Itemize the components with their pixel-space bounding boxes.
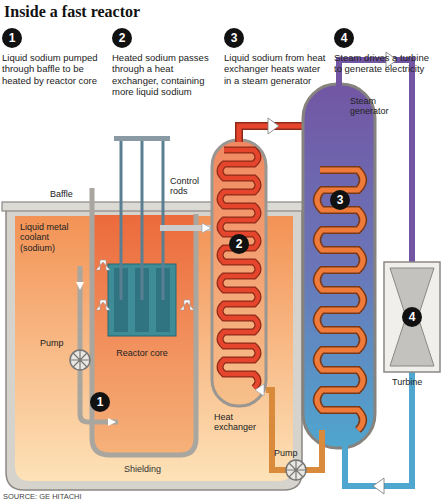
pump [286, 460, 306, 480]
part-label: Steam generator [350, 96, 410, 117]
hx-coil [220, 150, 258, 388]
steam-generator [303, 84, 375, 448]
title: Inside a fast reactor [4, 3, 140, 21]
part-label: Pump [274, 448, 304, 458]
source-note: SOURCE: GE HITACHI [3, 493, 82, 502]
turbine [384, 262, 440, 372]
callout-number: 1 [2, 28, 22, 48]
callout-number: 3 [330, 190, 350, 210]
step-text: Liquid sodium pumped through baffle to b… [2, 52, 106, 86]
part-label: Heat exchanger [214, 412, 266, 433]
part-label: Turbine [392, 377, 438, 387]
return-pipe [266, 390, 322, 470]
part-label: Shielding [124, 464, 184, 474]
inlet-pipe [80, 266, 118, 422]
part-label: Pump [40, 338, 70, 348]
sg-coil [317, 170, 363, 430]
flow-arrow [108, 418, 116, 426]
flow-arrow [202, 223, 211, 233]
node-text: Reactor core [116, 348, 168, 358]
flow-arrow [268, 118, 279, 134]
pump-blades [286, 460, 306, 480]
step-text: Heated sodium passes through a heat exch… [112, 52, 218, 98]
pump [70, 350, 90, 370]
control-rods [121, 140, 163, 300]
part-label: Baffle [50, 189, 88, 199]
pump-blades [70, 350, 90, 370]
steam-pipe [339, 60, 412, 262]
callout-number: 2 [229, 234, 249, 254]
rod-drive [114, 136, 170, 141]
step-text: Liquid sodium from heat exchanger heats … [224, 52, 328, 86]
callout-number: 2 [112, 28, 132, 48]
callout-number: 3 [224, 28, 244, 48]
callout-number: 1 [90, 392, 110, 412]
flow-arrows [96, 260, 194, 310]
step-text: Steam drives a turbine to generate elect… [334, 52, 438, 75]
hx-coil [220, 150, 258, 388]
core-box: Reactor core [104, 262, 180, 360]
callout-number: 4 [334, 28, 354, 48]
flow-arrow [76, 282, 84, 290]
baffle-interior [92, 215, 196, 455]
flow-arrow [373, 478, 384, 494]
callout-number: 4 [402, 307, 422, 327]
turbine-rotor [390, 268, 434, 366]
sg-coil [317, 170, 363, 430]
heat-exchanger [212, 140, 266, 406]
water-pipe [345, 372, 412, 486]
part-label: Liquid metal coolant (sodium) [20, 222, 76, 253]
part-label: Control rods [170, 176, 210, 197]
flow-arrow [255, 384, 264, 396]
